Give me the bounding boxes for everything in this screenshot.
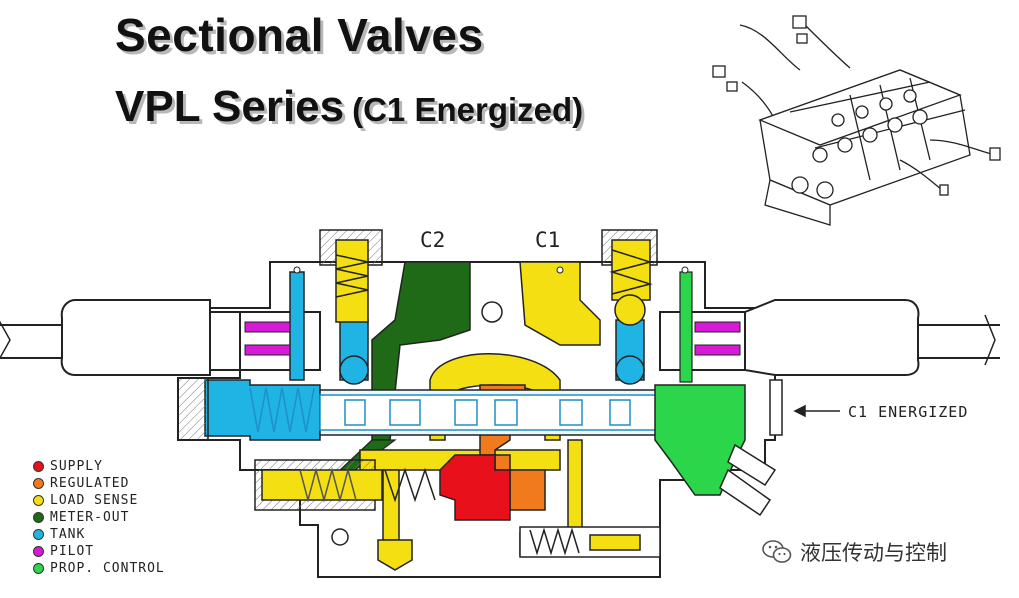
callout-arrow [793,404,840,418]
left-spring [249,387,315,433]
wechat-icon [762,540,792,563]
legend-label: REGULATED [50,476,130,491]
legend-label: TANK [50,527,86,542]
valve-assembly-illustration [712,15,1001,226]
page-title: Sectional Valves [115,9,484,61]
legend-swatch [33,563,44,574]
supply-chamber [439,454,511,521]
legend-label: PILOT [50,544,95,559]
left-end-cap [177,377,209,441]
main-spool [319,394,661,431]
legend-swatch [33,461,44,472]
legend-item: METER-OUT [33,509,165,526]
legend-label: METER-OUT [50,510,130,525]
legend-item: SUPPLY [33,458,165,475]
callout-label: C1 ENERGIZED [848,403,969,421]
page-subtitle: VPL Series(C1 Energized) [115,82,583,132]
legend-item: REGULATED [33,475,165,492]
right-fittings [719,379,783,517]
legend-swatch [33,512,44,523]
legend-swatch [33,546,44,557]
left-solenoid [0,299,321,376]
legend-label: SUPPLY [50,459,103,474]
watermark-text: 液压传动与控制 [800,541,947,565]
legend-swatch [33,495,44,506]
port-label-c2: C2 [420,228,446,252]
port-label-c1: C1 [535,228,561,252]
legend-item: PROP. CONTROL [33,560,165,577]
color-legend: SUPPLY REGULATED LOAD SENSE METER-OUT TA… [33,458,165,577]
subtitle-state: (C1 Energized) [352,91,584,128]
watermark: 液压传动与控制 [762,537,947,567]
port-circle [481,301,503,323]
check-valve-left [319,229,383,323]
legend-label: PROP. CONTROL [50,561,165,576]
legend-swatch [33,529,44,540]
pilot-passages [244,321,741,356]
legend-label: LOAD SENSE [50,493,139,508]
right-solenoid [659,299,1000,376]
relief-cartridge [519,526,661,558]
lower-compensator [254,459,436,511]
subtitle-series: VPL Series [115,82,345,131]
legend-item: PILOT [33,543,165,560]
legend-swatch [33,478,44,489]
prop-control-region [654,384,746,496]
legend-item: TANK [33,526,165,543]
legend-item: LOAD SENSE [33,492,165,509]
check-valve-right [601,229,658,326]
